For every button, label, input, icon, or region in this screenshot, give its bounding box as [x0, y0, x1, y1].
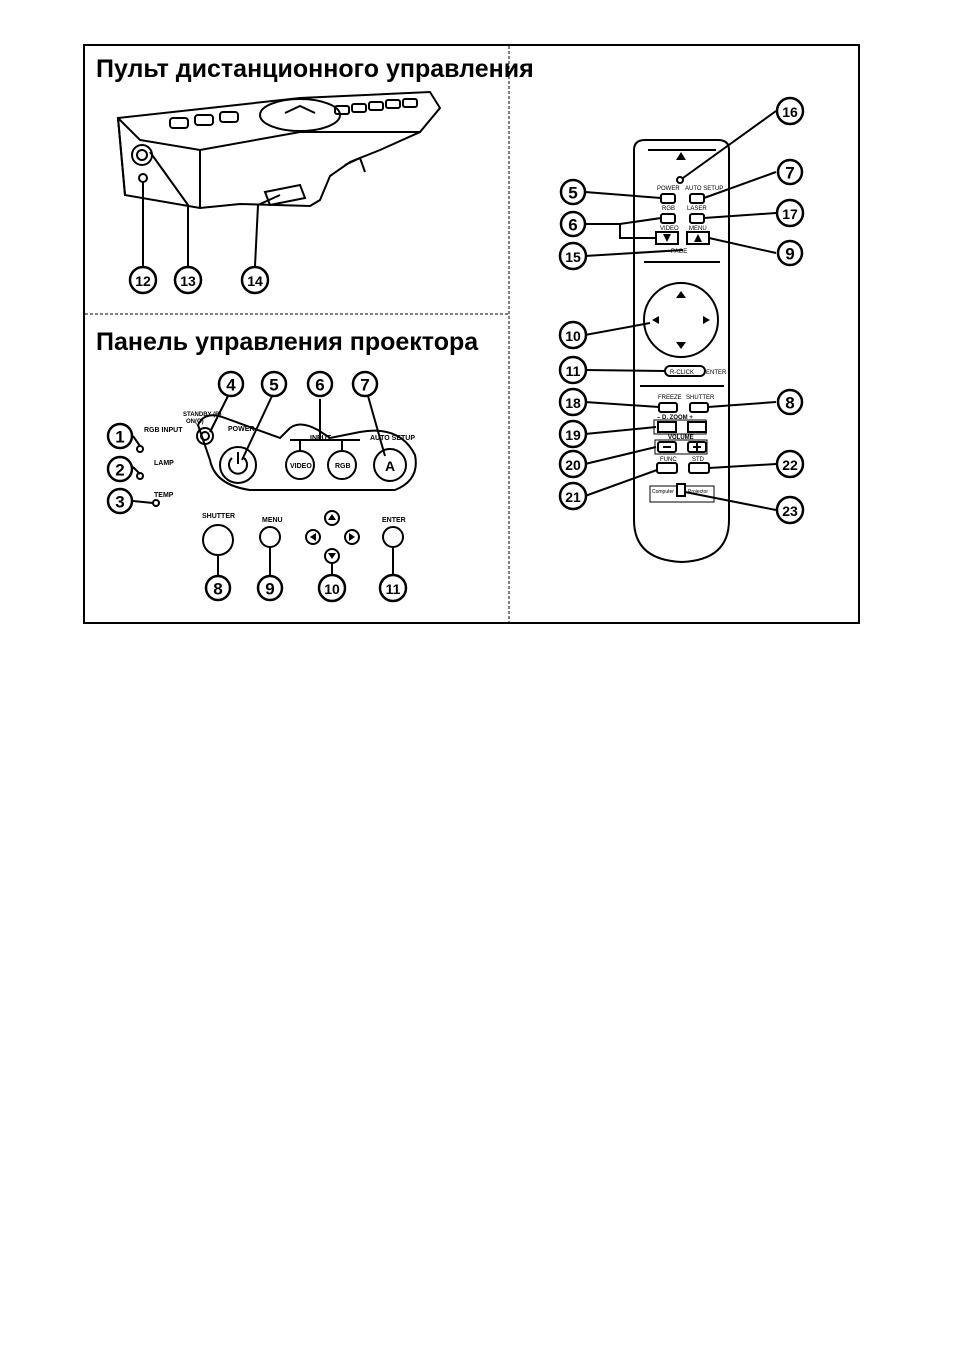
callout-10-panel: 10 [324, 581, 340, 597]
label-auto-setup: AUTO SETUP [370, 435, 415, 442]
callout-7-remote: 7 [785, 164, 794, 183]
label-temp: TEMP [154, 492, 174, 499]
callout-6-remote: 6 [568, 216, 577, 235]
callout-12: 12 [135, 273, 151, 289]
callout-1: 1 [115, 428, 124, 447]
callout-9-remote: 9 [785, 245, 794, 264]
callout-18: 18 [565, 395, 581, 411]
callout-8-panel: 8 [213, 580, 222, 599]
panel-title: Панель управления проектора [96, 328, 479, 356]
label-rgb-input: RGB INPUT [144, 427, 183, 434]
remote-label-std: STD [692, 457, 705, 463]
label-auto-btn: A [385, 458, 395, 474]
remote-title: Пульт дистанционного управления [96, 55, 534, 83]
remote-label-computer: Computer [652, 489, 674, 495]
power-symbol-icon [228, 452, 248, 475]
callout-lines-remote [584, 110, 777, 511]
remote-label-video: VIDEO [660, 226, 679, 232]
remote-side-view [116, 90, 442, 210]
callout-11-remote: 11 [566, 363, 581, 379]
remote-label-auto-setup: AUTO SETUP [685, 186, 723, 192]
control-panel-drawing [136, 414, 417, 564]
callout-19: 19 [565, 427, 581, 443]
label-standby-2: ON(G) [186, 419, 204, 425]
callout-lines-top [142, 151, 281, 267]
remote-label-menu: MENU [689, 226, 707, 232]
callout-11-panel: 11 [386, 581, 401, 597]
callout-2: 2 [115, 461, 124, 480]
label-video-btn: VIDEO [290, 463, 312, 470]
remote-label-page: PAGE [671, 249, 687, 255]
remote-label-d-zoom: – D. ZOOM + [657, 415, 693, 421]
remote-label-freeze: FREEZE [658, 395, 682, 401]
remote-label-enter: ENTER [706, 370, 727, 376]
remote-label-r-click: R-CLICK [670, 370, 694, 376]
callout-16: 16 [782, 104, 798, 120]
callout-circles [106, 96, 805, 603]
callout-13: 13 [180, 273, 196, 289]
label-lamp: LAMP [154, 460, 174, 467]
callout-15: 15 [565, 249, 581, 265]
remote-arrow-glyphs [652, 152, 710, 349]
label-shutter: SHUTTER [202, 513, 235, 520]
callout-22: 22 [782, 457, 798, 473]
callout-14: 14 [247, 273, 263, 289]
remote-label-volume: VOLUME [668, 435, 694, 441]
remote-label-shutter: SHUTTER [686, 395, 715, 401]
label-menu: MENU [262, 517, 283, 524]
label-rgb-btn: RGB [335, 463, 351, 470]
callout-10-remote: 10 [565, 328, 581, 344]
remote-label-laser: LASER [687, 206, 707, 212]
remote-label-func: FUNC [660, 457, 677, 463]
label-enter: ENTER [382, 517, 406, 524]
remote-label-power: POWER [657, 186, 680, 192]
callout-20: 20 [565, 457, 581, 473]
callout-5-panel: 5 [269, 376, 278, 395]
label-power: POWER [228, 426, 254, 433]
remote-label-rgb: RGB [662, 206, 675, 212]
callout-3: 3 [115, 493, 124, 512]
callout-7-panel: 7 [360, 376, 369, 395]
callout-23: 23 [782, 503, 798, 519]
callout-lines-panel [132, 395, 394, 576]
callout-21: 21 [565, 489, 581, 505]
remote-label-projector: Projector [688, 489, 708, 495]
callout-9-panel: 9 [265, 580, 274, 599]
label-standby-1: STANDBY (R) [183, 412, 221, 418]
callout-5-remote: 5 [568, 184, 577, 203]
callout-17: 17 [782, 206, 798, 222]
callout-4: 4 [226, 376, 236, 395]
callout-6-panel: 6 [315, 376, 324, 395]
remote-vol-symbols [663, 443, 701, 451]
panel-arrow-glyphs [310, 514, 355, 559]
callout-8-remote: 8 [785, 394, 794, 413]
